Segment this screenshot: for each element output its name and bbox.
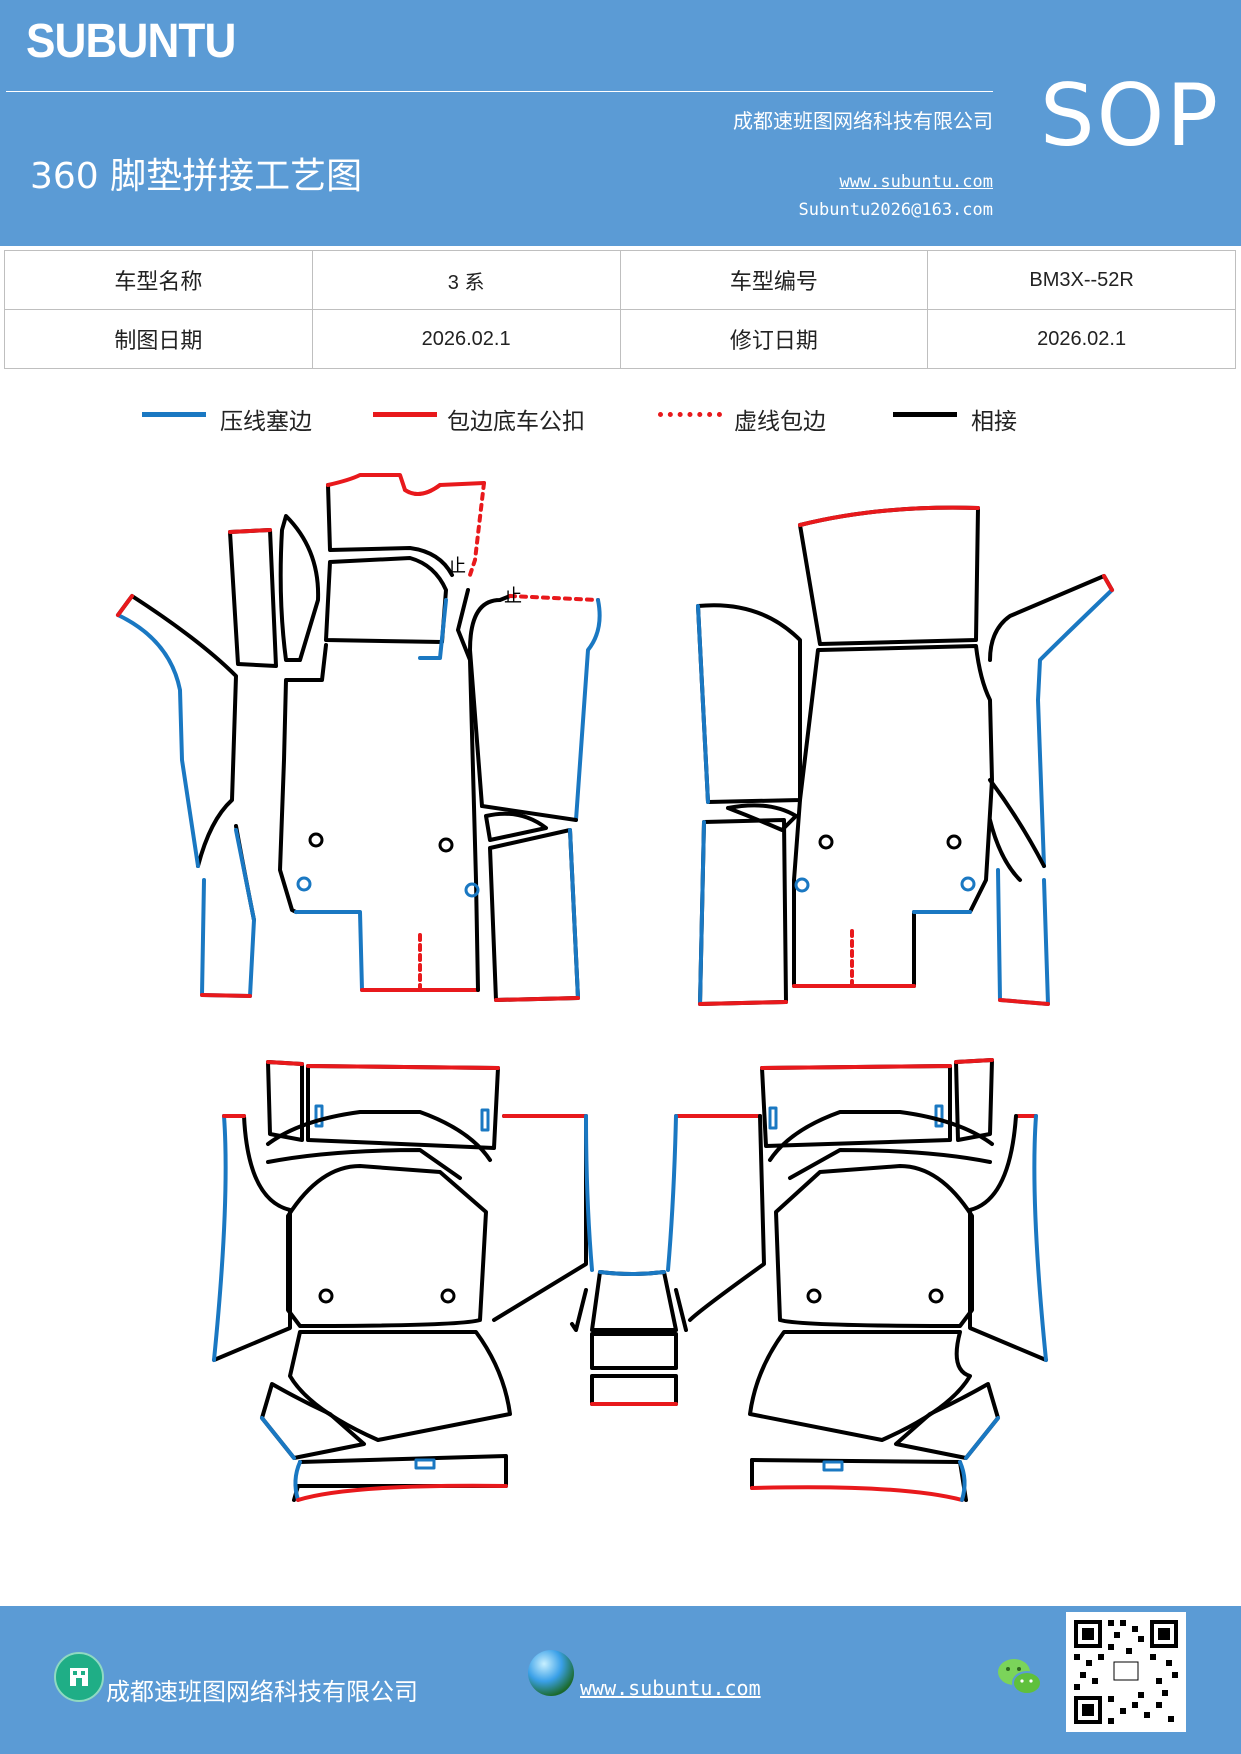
- legend: 压线塞边 包边底车公扣 虚线包边 相接: [0, 400, 1241, 440]
- rear-left-mat: [212, 1060, 594, 1502]
- front-left-mat: 止 止: [116, 473, 602, 1002]
- legend-swatch-black: [893, 412, 957, 417]
- sop-label: SOP: [1040, 66, 1221, 166]
- svg-text:止: 止: [448, 556, 466, 577]
- header-email: Subuntu2026@163.com: [798, 200, 993, 220]
- header-divider: [6, 91, 993, 92]
- vehicle-info-table: 车型名称 3 系 车型编号 BM3X--52R 制图日期 2026.02.1 修…: [4, 250, 1236, 369]
- footer-website-link[interactable]: www.subuntu.com: [580, 1676, 761, 1700]
- page-title: 360 脚垫拼接工艺图: [30, 156, 363, 197]
- svg-text:止: 止: [504, 586, 522, 607]
- rear-center-tunnel: [570, 1270, 688, 1406]
- legend-swatch-red-dotted: [658, 412, 722, 417]
- legend-label: 包边底车公扣: [447, 409, 585, 435]
- table-cell-label: 制图日期: [4, 309, 313, 369]
- legend-label: 虚线包边: [734, 409, 826, 435]
- front-right-mat: [696, 505, 1114, 1006]
- legend-swatch-red: [373, 412, 437, 417]
- legend-swatch-blue: [142, 412, 206, 417]
- table-cell-value: BM3X--52R: [927, 250, 1236, 310]
- building-icon: [54, 1652, 104, 1702]
- legend-label: 相接: [971, 409, 1017, 435]
- footer-banner: 成都速班图网络科技有限公司 www.subuntu.com: [0, 1606, 1241, 1754]
- wechat-icon[interactable]: [996, 1656, 1044, 1700]
- table-cell-label: 车型名称: [4, 250, 313, 310]
- table-cell-label: 修订日期: [619, 309, 929, 369]
- header-company-name: 成都速班图网络科技有限公司: [733, 109, 993, 133]
- rear-right-mat: [666, 1058, 1048, 1502]
- footer-company-name: 成都速班图网络科技有限公司: [106, 1678, 418, 1706]
- table-cell-value: 2026.02.1: [311, 309, 621, 369]
- floor-mat-diagram: 止 止: [116, 473, 1114, 1502]
- globe-icon: [528, 1650, 574, 1696]
- table-row: 制图日期 2026.02.1 修订日期 2026.02.1: [4, 309, 1236, 369]
- table-cell-value: 2026.02.1: [927, 309, 1236, 369]
- header-website-link[interactable]: www.subuntu.com: [839, 172, 993, 192]
- table-cell-label: 车型编号: [619, 250, 929, 310]
- legend-label: 压线塞边: [220, 409, 312, 435]
- brand-logo: SUBUNTU: [26, 15, 236, 68]
- qr-code: [1066, 1612, 1186, 1732]
- table-cell-value: 3 系: [311, 250, 621, 310]
- header-banner: SUBUNTU 成都速班图网络科技有限公司 360 脚垫拼接工艺图 www.su…: [0, 0, 1241, 246]
- table-row: 车型名称 3 系 车型编号 BM3X--52R: [4, 250, 1236, 310]
